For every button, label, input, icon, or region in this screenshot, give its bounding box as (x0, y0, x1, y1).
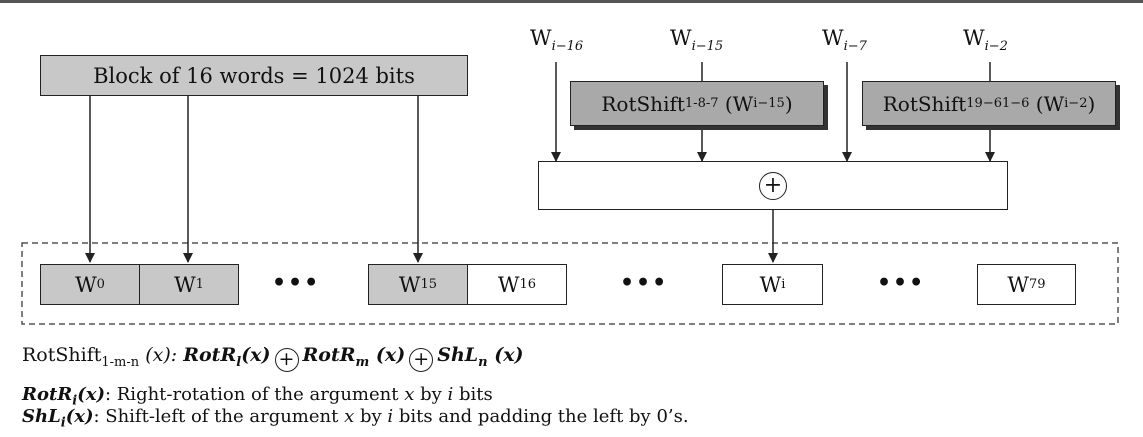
top-rule (0, 0, 1143, 3)
legend-shl-definition: ShLi(x): Shift-left of the argument x by… (22, 406, 689, 431)
input-label-wi15: Wi−15 (670, 26, 724, 55)
xor-symbol: + (409, 348, 434, 372)
ellipsis-3: ••• (877, 270, 926, 296)
legend-rotshift-definition: RotShift1-m-n (x): RotRl(x)+RotRm (x)+Sh… (22, 344, 524, 372)
legend-rotr-definition: RotRi(x): Right-rotation of the argument… (22, 384, 493, 409)
xor-symbol: + (274, 348, 299, 372)
input-label-wi2: Wi−2 (963, 26, 1008, 55)
block-label: Block of 16 words = 1024 bits (93, 63, 415, 88)
adder-box: + (538, 161, 1008, 210)
word-array-frame (21, 242, 1119, 325)
ellipsis-2: ••• (620, 270, 669, 296)
block-of-16-words-box: Block of 16 words = 1024 bits (40, 55, 468, 96)
input-label-wi16: Wi−16 (530, 26, 584, 55)
input-label-wi7: Wi−7 (822, 26, 867, 55)
ellipsis-1: ••• (272, 270, 321, 296)
xor-symbol: + (759, 171, 787, 200)
